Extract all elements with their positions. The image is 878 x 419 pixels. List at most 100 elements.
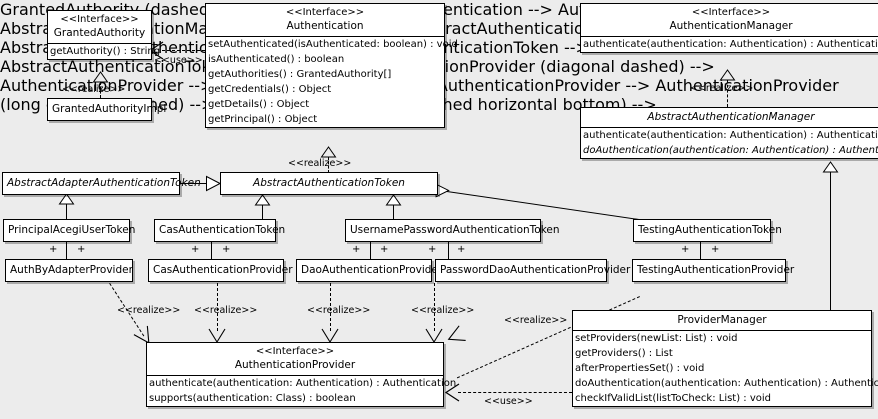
class-name-cas-authentication-token: CasAuthenticationToken <box>159 224 286 236</box>
class-members-authentication-provider: authenticate(authentication: Authenticat… <box>147 376 457 406</box>
multiplicity-left-username-passworddao: + <box>428 244 437 255</box>
class-name-password-dao-authentication-provider: PasswordDaoAuthenticationProvider <box>440 264 631 276</box>
member-row: setProviders(newList: List) : void <box>575 333 738 344</box>
class-name-authentication-provider: AuthenticationProvider <box>234 359 356 371</box>
multiplicity-right-principalacegi: + <box>77 244 86 255</box>
realize-label-casauthenticationprovider: <<realize>> <box>194 305 258 316</box>
realize-triangle-abstractauthenticationmanager <box>719 69 736 81</box>
stereotype-label-authentication: <<Interface>> <box>285 7 365 18</box>
multiplicity-left-cas: + <box>191 244 200 255</box>
class-header-cas-authentication-token: CasAuthenticationToken <box>155 220 286 241</box>
open-arrowhead-providermanager-use <box>444 383 460 402</box>
class-header-testing-authentication-provider: TestingAuthenticationProvider <box>633 260 794 281</box>
class-box-authentication[interactable]: <<Interface>> Authentication setAuthenti… <box>205 3 458 128</box>
use-label-grantedauthority: <<use>> <box>154 55 203 66</box>
class-box-cas-authentication-token[interactable]: CasAuthenticationToken <box>154 219 286 242</box>
class-header-provider-manager: ProviderManager <box>573 311 871 331</box>
member-row: setAuthenticated(isAuthenticated: boolea… <box>208 39 458 50</box>
member-row: getDetails() : Object <box>208 99 310 110</box>
class-box-abstract-authentication-token[interactable]: AbstractAuthenticationToken <box>220 172 438 195</box>
association-edge-testing-token-provider <box>700 242 701 259</box>
generalization-triangle-providermanager <box>822 161 839 173</box>
class-header-abstract-authentication-manager: AbstractAuthenticationManager <box>581 108 878 128</box>
use-edge-providermanager-authenticationprovider <box>458 392 572 393</box>
generalization-triangle-principalacegiusertoken <box>58 193 75 205</box>
class-box-dao-authentication-provider[interactable]: DaoAuthenticationProvider <box>296 259 442 282</box>
class-box-authentication-manager[interactable]: <<Interface>> AuthenticationManager auth… <box>580 3 878 53</box>
class-box-principal-acegi-user-token[interactable]: PrincipalAcegiUserToken <box>3 219 136 242</box>
class-box-granted-authority[interactable]: <<Interface>> GrantedAuthority getAuthor… <box>47 10 161 60</box>
class-name-username-password-authentication-token: UsernamePasswordAuthenticationToken <box>350 224 560 236</box>
class-box-provider-manager[interactable]: ProviderManager setProviders(newList: Li… <box>572 310 878 407</box>
class-name-granted-authority: GrantedAuthority <box>53 27 146 39</box>
class-header-abstract-adapter-authentication-token: AbstractAdapterAuthenticationToken <box>3 173 201 194</box>
class-members-abstract-authentication-manager: authenticate(authentication: Authenticat… <box>581 128 878 158</box>
class-header-authentication-provider: <<Interface>> AuthenticationProvider <box>147 343 443 376</box>
association-edge-username-passworddao <box>448 242 449 259</box>
class-box-auth-by-adapter-provider[interactable]: AuthByAdapterProvider <box>5 259 133 282</box>
class-members-authentication: setAuthenticated(isAuthenticated: boolea… <box>206 37 458 127</box>
generalization-edge-usernamepasswordtoken <box>393 205 394 219</box>
association-edge-cas-token-provider <box>211 242 212 259</box>
realize-label-abstractauthenticationtoken: <<realize>> <box>288 158 352 169</box>
member-row: doAuthentication(authentication: Authent… <box>583 145 878 156</box>
class-box-abstract-authentication-manager[interactable]: AbstractAuthenticationManager authentica… <box>580 107 878 159</box>
class-box-cas-authentication-provider[interactable]: CasAuthenticationProvider <box>148 259 293 282</box>
realize-label-abstractauthenticationmanager: <<realize>> <box>690 83 754 94</box>
member-row: authenticate(authentication: Authenticat… <box>149 378 457 389</box>
member-row: getPrincipal() : Object <box>208 114 318 125</box>
member-row: doAuthentication(authentication: Authent… <box>575 378 878 389</box>
multiplicity-right-testing: + <box>711 244 720 255</box>
generalization-edge-casauthenticationtoken <box>262 205 263 219</box>
realize-edge-passworddaoprovider <box>434 283 435 331</box>
association-edge-principalacegi-authbyadapter <box>66 242 67 259</box>
class-box-authentication-provider[interactable]: <<Interface>> AuthenticationProvider aut… <box>146 342 457 407</box>
use-edge-authentication-grantedauthority <box>162 50 205 51</box>
multiplicity-right-cas: + <box>222 244 231 255</box>
member-row: getProviders() : List <box>575 348 673 359</box>
realize-label-testingauthenticationprovider: <<realize>> <box>504 315 568 326</box>
generalization-triangle-abstractadaptertoken <box>206 175 222 192</box>
class-name-principal-acegi-user-token: PrincipalAcegiUserToken <box>8 224 136 236</box>
class-name-abstract-authentication-manager: AbstractAuthenticationManager <box>647 111 815 123</box>
generalization-edge-principalacegiusertoken <box>66 204 67 219</box>
class-box-testing-authentication-provider[interactable]: TestingAuthenticationProvider <box>632 259 794 282</box>
member-row: authenticate(authentication: Authenticat… <box>583 39 878 50</box>
class-header-testing-authentication-token: TestingAuthenticationToken <box>634 220 782 241</box>
class-box-username-password-authentication-token[interactable]: UsernamePasswordAuthenticationToken <box>345 219 560 242</box>
realize-edge-abstractauthenticationtoken <box>328 157 329 173</box>
class-header-auth-by-adapter-provider: AuthByAdapterProvider <box>6 260 133 281</box>
class-members-authentication-manager: authenticate(authentication: Authenticat… <box>581 37 878 52</box>
generalization-edge-providermanager <box>830 172 831 310</box>
realize-label-grantedauthorityimpl: <<realize>> <box>62 84 126 95</box>
open-arrowhead-testingauthenticationprovider <box>444 324 468 348</box>
class-box-password-dao-authentication-provider[interactable]: PasswordDaoAuthenticationProvider <box>435 259 631 282</box>
class-name-cas-authentication-provider: CasAuthenticationProvider <box>153 264 293 276</box>
class-header-cas-authentication-provider: CasAuthenticationProvider <box>149 260 293 281</box>
class-header-dao-authentication-provider: DaoAuthenticationProvider <box>297 260 442 281</box>
realize-edge-abstractauthenticationmanager <box>727 80 728 107</box>
class-box-testing-authentication-token[interactable]: TestingAuthenticationToken <box>633 219 782 242</box>
class-name-testing-authentication-token: TestingAuthenticationToken <box>638 224 782 236</box>
multiplicity-left-testing: + <box>681 244 690 255</box>
multiplicity-left-principalacegi: + <box>49 244 58 255</box>
member-row: supports(authentication: Class) : boolea… <box>149 393 356 404</box>
member-row: getAuthority() : String <box>50 46 161 57</box>
member-row: authenticate(authentication: Authenticat… <box>583 130 878 141</box>
multiplicity-right-username-dao: + <box>380 244 389 255</box>
realize-edge-grantedauthorityimpl <box>100 82 101 98</box>
multiplicity-left-username-dao: + <box>352 244 361 255</box>
class-name-abstract-authentication-token: AbstractAuthenticationToken <box>253 177 405 189</box>
class-box-granted-authority-impl[interactable]: GrantedAuthorityImpl <box>47 98 166 121</box>
realize-triangle-grantedauthorityimpl <box>92 71 109 83</box>
class-box-abstract-adapter-authentication-token[interactable]: AbstractAdapterAuthenticationToken <box>2 172 201 195</box>
class-name-authentication: Authentication <box>286 20 364 32</box>
stereotype-label-granted-authority: <<Interface>> <box>60 14 139 25</box>
class-header-abstract-authentication-token: AbstractAuthenticationToken <box>221 173 437 194</box>
realize-label-daoauthenticationprovider: <<realize>> <box>307 305 371 316</box>
generalization-edge-testingauthenticationtoken <box>446 191 643 221</box>
generalization-edge-abstractadaptertoken <box>180 183 208 184</box>
class-name-authentication-manager: AuthenticationManager <box>669 20 793 32</box>
stereotype-label-authentication-provider: <<Interface>> <box>255 346 335 357</box>
